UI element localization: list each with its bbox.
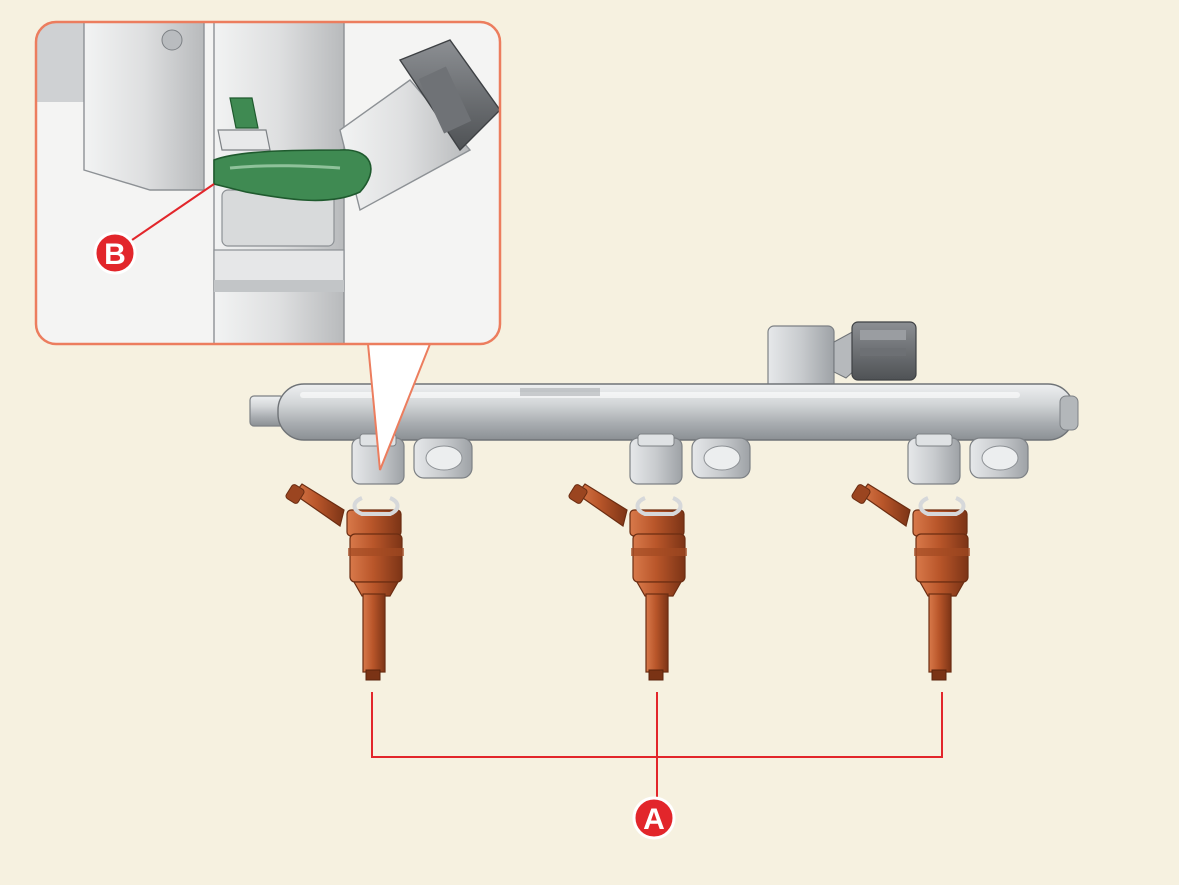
callout-a-label: A [643,803,665,836]
callout-b-label: B [104,238,126,271]
fuel-rail [249,383,1079,441]
leader-line-b [131,183,215,241]
leader-lines-a [371,692,943,800]
callout-b-marker: B [93,231,137,275]
rail-pressure-sensor [767,321,917,393]
detail-inset [34,20,502,346]
callout-a-marker: A [632,796,676,840]
inset-border [34,20,502,346]
